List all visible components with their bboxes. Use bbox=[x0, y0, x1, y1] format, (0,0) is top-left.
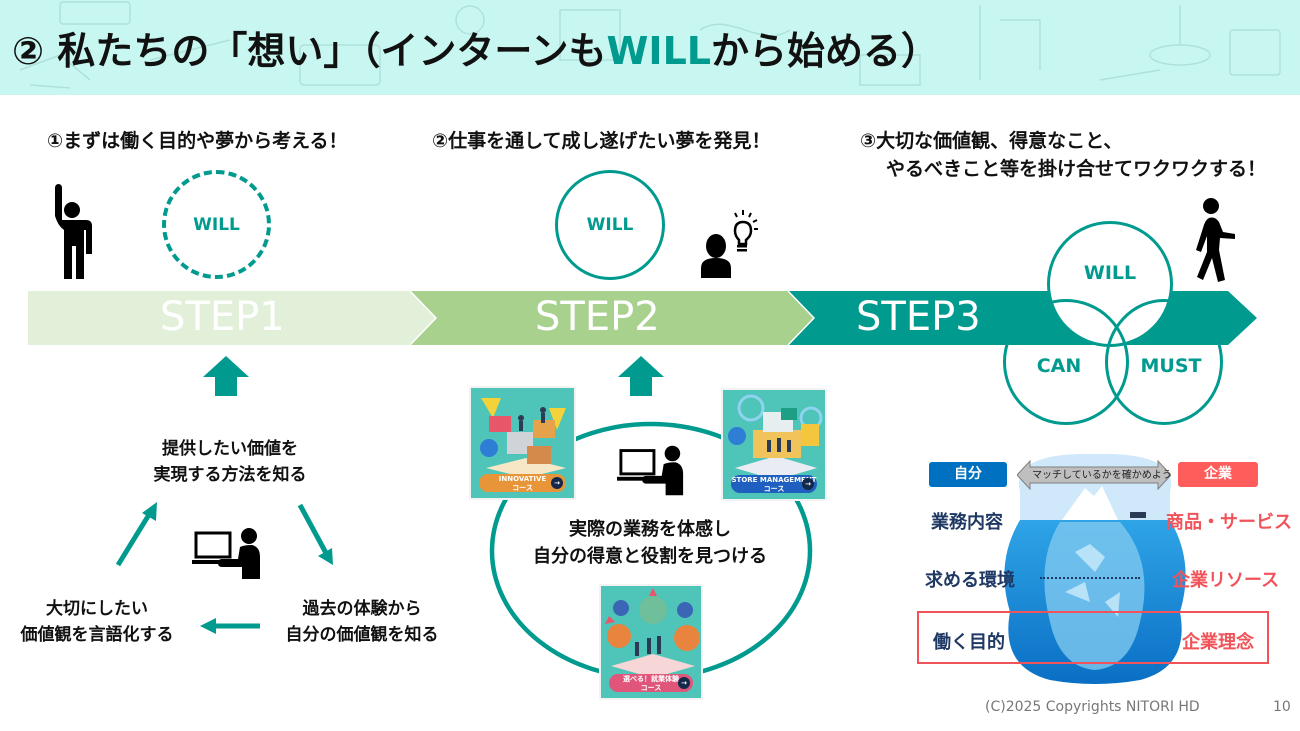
cycle-left-label: 大切にしたい 価値観を言語化する bbox=[2, 596, 192, 648]
selectable-experience-course-button[interactable]: 選べる！就業体験 コース → bbox=[609, 674, 693, 692]
cycle-right-line1: 過去の体験から bbox=[302, 599, 422, 619]
cycle-arrows bbox=[115, 502, 333, 634]
venn-must-label: MUST bbox=[1140, 355, 1202, 377]
venn-can-label: CAN bbox=[1036, 355, 1082, 377]
step2-chevron bbox=[410, 291, 814, 345]
will-label: WILL bbox=[193, 214, 240, 235]
arrow-up-right bbox=[115, 511, 153, 567]
self-row-2: 求める環境 bbox=[925, 570, 1015, 591]
course-name: 選べる！就業体験 bbox=[623, 675, 679, 683]
title-text: ② 私たちの「想い」（インターンも bbox=[12, 29, 607, 73]
highlight-box bbox=[917, 611, 1269, 664]
page-number: 10 bbox=[1273, 699, 1291, 715]
course-sub: コース bbox=[763, 485, 785, 493]
self-tag: 自分 bbox=[929, 462, 1007, 487]
cycle-top-line2: 実現する方法を知る bbox=[153, 465, 307, 485]
will-circle-solid: WILL bbox=[555, 170, 665, 280]
iceberg-dotted-line bbox=[1040, 577, 1140, 579]
person-idea-lightbulb-icon bbox=[701, 210, 758, 278]
arrow-right-icon: → bbox=[802, 478, 814, 490]
company-row-1: 商品・サービス bbox=[1166, 512, 1292, 533]
step2-heading: ②仕事を通して成し遂げたい夢を発見！ bbox=[432, 130, 771, 152]
cycle-left-line1: 大切にしたい bbox=[46, 599, 148, 619]
innovative-illustration bbox=[480, 398, 566, 478]
courses-center-label: 実際の業務を体感し 自分の得意と役割を見つける bbox=[505, 516, 795, 570]
up-arrow-icon bbox=[618, 356, 664, 396]
slide-header: ② 私たちの「想い」（インターンもWILLから始める） bbox=[0, 0, 1300, 95]
cycle-left-line2: 価値観を言語化する bbox=[20, 625, 174, 645]
cycle-top-label: 提供したい価値を 実現する方法を知る bbox=[115, 436, 345, 488]
step1-heading: ①まずは働く目的や夢から考える！ bbox=[47, 130, 348, 152]
match-double-arrow bbox=[1017, 460, 1171, 490]
title-accent-will: WILL bbox=[606, 29, 711, 73]
store-management-illustration bbox=[728, 394, 823, 480]
step1-chevron bbox=[28, 291, 436, 345]
person-walking-icon bbox=[1196, 198, 1235, 282]
person-laptop-icon bbox=[192, 528, 260, 579]
company-tag: 企業 bbox=[1178, 462, 1258, 487]
header-sketch-background bbox=[19, 1, 1281, 89]
company-row-2: 企業リソース bbox=[1172, 570, 1280, 591]
step2-label: STEP2 bbox=[535, 294, 660, 340]
up-arrow-icon bbox=[203, 356, 249, 396]
courses-center-line2: 自分の得意と役割を見つける bbox=[533, 546, 767, 567]
cycle-right-label: 過去の体験から 自分の価値観を知る bbox=[262, 596, 462, 648]
copyright: (C)2025 Copyrights NITORI HD bbox=[985, 699, 1200, 715]
company-row-3: 企業理念 bbox=[1182, 632, 1254, 653]
course-name: STORE MANAGEMENT bbox=[731, 476, 817, 484]
person-raising-hand-icon bbox=[55, 184, 92, 279]
match-text: マッチしているかを確かめよう bbox=[1032, 470, 1172, 481]
course-sub: コース bbox=[512, 484, 533, 492]
iceberg-illustration bbox=[1004, 453, 1186, 684]
step3-heading-line1: ③大切な価値観、得意なこと、 bbox=[860, 130, 1123, 152]
course-sub: コース bbox=[640, 684, 662, 692]
self-row-3: 働く目的 bbox=[933, 632, 1005, 653]
innovative-course-button[interactable]: INNOVATIVE コース → bbox=[479, 474, 566, 492]
slide-title: ② 私たちの「想い」（インターンもWILLから始める） bbox=[12, 20, 939, 75]
person-laptop-icon bbox=[617, 445, 684, 496]
will-label: WILL bbox=[586, 215, 634, 235]
step3-heading-line2: やるべきこと等を掛け合せてワクワクする！ bbox=[886, 158, 1267, 180]
selectable-experience-illustration bbox=[605, 588, 700, 678]
self-row-1: 業務内容 bbox=[931, 512, 1003, 533]
store-management-course-button[interactable]: STORE MANAGEMENT コース → bbox=[731, 475, 817, 493]
course-name: INNOVATIVE bbox=[498, 475, 547, 483]
courses-center-line1: 実際の業務を体感し bbox=[569, 519, 731, 540]
arrow-right-icon: → bbox=[678, 677, 690, 689]
step1-label: STEP1 bbox=[160, 294, 285, 340]
course-tile-selectable-experience[interactable]: 選べる！就業体験 コース → bbox=[599, 584, 703, 700]
course-tile-store-management[interactable]: STORE MANAGEMENT コース → bbox=[721, 388, 827, 501]
cycle-right-line2: 自分の価値観を知る bbox=[285, 625, 439, 645]
title-text-suffix: から始める） bbox=[711, 29, 940, 73]
arrow-down-right bbox=[297, 503, 329, 555]
step3-label: STEP3 bbox=[856, 294, 981, 340]
venn-must-circle: MUST bbox=[1105, 299, 1223, 425]
venn-will-label: WILL bbox=[1083, 262, 1137, 284]
cycle-top-line1: 提供したい価値を bbox=[162, 439, 298, 459]
arrow-right-icon: → bbox=[551, 477, 563, 489]
course-tile-innovative[interactable]: INNOVATIVE コース → bbox=[469, 386, 576, 500]
will-circle-dashed: WILL bbox=[162, 170, 271, 279]
